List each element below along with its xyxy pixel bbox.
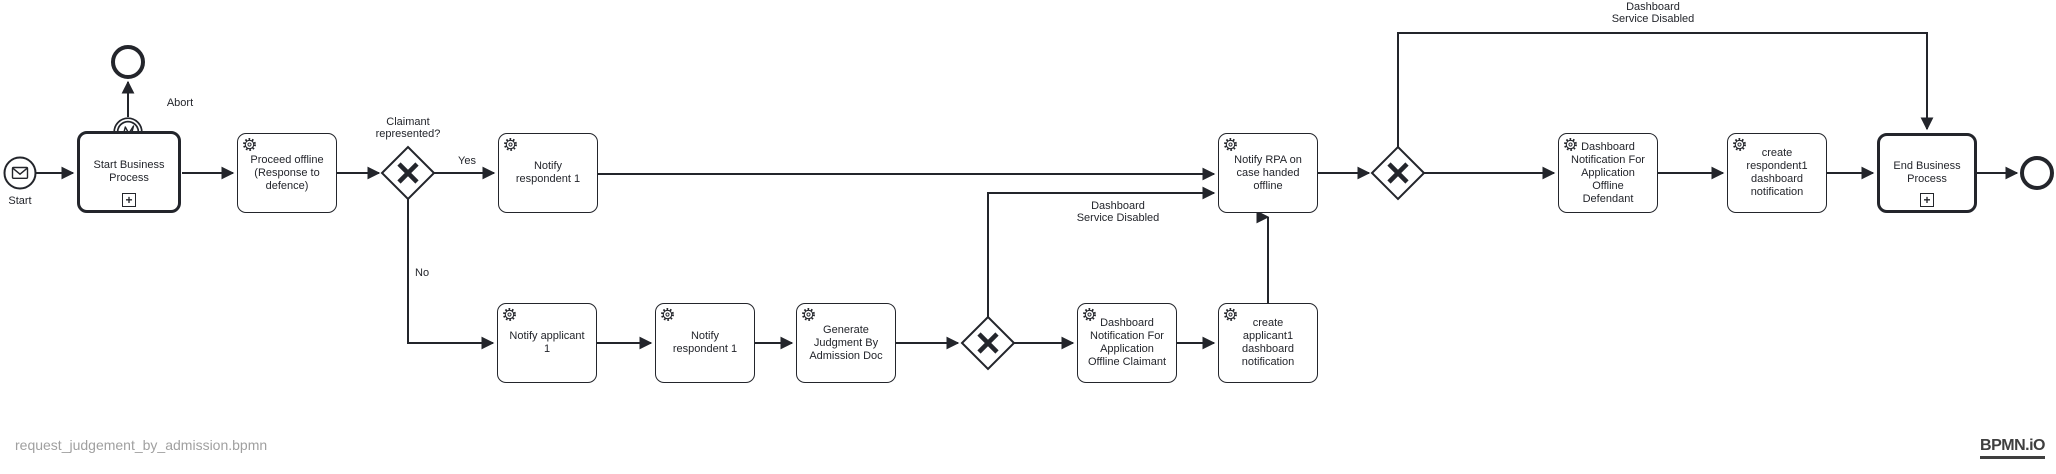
task-create-respondent1-notification[interactable]: create respondent1 dashboard notificatio… xyxy=(1727,133,1827,213)
gateway-claimant-represented[interactable] xyxy=(380,145,436,201)
flow-gateway1-no xyxy=(407,199,495,350)
label-gateway-claimant: Claimant represented? xyxy=(375,116,441,140)
plus-subprocess-icon[interactable] xyxy=(1920,193,1934,207)
task-label: Dashboard Notification For Application O… xyxy=(1571,140,1645,205)
task-dashboard-notification-claimant[interactable]: Dashboard Notification For Application O… xyxy=(1077,303,1177,383)
task-notify-respondent-1-bottom[interactable]: Notify respondent 1 xyxy=(655,303,755,383)
task-notify-respondent-1-top[interactable]: Notify respondent 1 xyxy=(498,133,598,213)
gear-icon xyxy=(503,137,518,152)
task-start-business-process[interactable]: Start Business Process xyxy=(77,131,181,213)
gear-icon xyxy=(502,307,517,322)
label-start-event: Start xyxy=(8,195,32,207)
label-flow-no: No xyxy=(415,267,430,279)
task-label: Notify respondent 1 xyxy=(672,330,738,355)
gear-icon xyxy=(1223,137,1238,152)
label-abort-event: Abort xyxy=(166,97,194,109)
gear-icon xyxy=(242,137,257,152)
flow-gateway2-dsd-to-notifyrpa xyxy=(987,186,1216,317)
diagram-file-name: request_judgement_by_admission.bpmn xyxy=(15,437,268,453)
task-label: Generate Judgment By Admission Doc xyxy=(809,323,883,362)
label-dashboard-service-disabled-mid: Dashboard Service Disabled xyxy=(1076,200,1160,224)
gear-icon xyxy=(801,307,816,322)
task-label: Dashboard Notification For Application O… xyxy=(1087,317,1167,368)
sequence-flows[interactable] xyxy=(36,32,2019,350)
x-exclusive-icon xyxy=(977,332,999,354)
gateway-dashboard-defendant[interactable] xyxy=(1370,145,1426,201)
task-label: create respondent1 dashboard notificatio… xyxy=(1746,147,1808,198)
task-generate-judgment[interactable]: Generate Judgment By Admission Doc xyxy=(796,303,896,383)
task-label: Notify RPA on case handed offline xyxy=(1234,153,1302,192)
plus-subprocess-icon[interactable] xyxy=(122,193,136,207)
gear-icon xyxy=(1223,307,1238,322)
label-dashboard-service-disabled-top: Dashboard Service Disabled xyxy=(1611,1,1695,25)
task-notify-rpa[interactable]: Notify RPA on case handed offline xyxy=(1218,133,1318,213)
start-event[interactable] xyxy=(3,156,37,190)
gear-icon xyxy=(660,307,675,322)
x-exclusive-icon xyxy=(397,162,419,184)
task-proceed-offline[interactable]: Proceed offline (Response to defence) xyxy=(237,133,337,213)
abort-end-event[interactable] xyxy=(111,45,145,79)
envelope-icon xyxy=(11,166,29,180)
gear-icon xyxy=(1732,137,1747,152)
bpmn-io-logo[interactable]: BPMN.iO xyxy=(1980,437,2045,459)
task-notify-applicant-1[interactable]: Notify applicant 1 xyxy=(497,303,597,383)
task-create-applicant1-notification[interactable]: create applicant1 dashboard notification xyxy=(1218,303,1318,383)
label-flow-yes: Yes xyxy=(458,155,476,167)
x-exclusive-icon xyxy=(1387,162,1409,184)
task-label: Start Business Process xyxy=(93,159,165,184)
end-event[interactable] xyxy=(2020,156,2054,190)
flow-gateway3-dsd-to-endbp xyxy=(1397,32,1934,147)
task-label: End Business Process xyxy=(1893,160,1961,185)
task-label: Proceed offline (Response to defence) xyxy=(250,153,324,192)
task-label: Notify applicant 1 xyxy=(509,330,585,355)
task-label: create applicant1 dashboard notification xyxy=(1241,317,1295,368)
task-label: Notify respondent 1 xyxy=(515,160,581,185)
task-dashboard-notification-defendant[interactable]: Dashboard Notification For Application O… xyxy=(1558,133,1658,213)
gateway-dashboard-claimant[interactable] xyxy=(960,315,1016,371)
task-end-business-process[interactable]: End Business Process xyxy=(1877,133,1977,213)
